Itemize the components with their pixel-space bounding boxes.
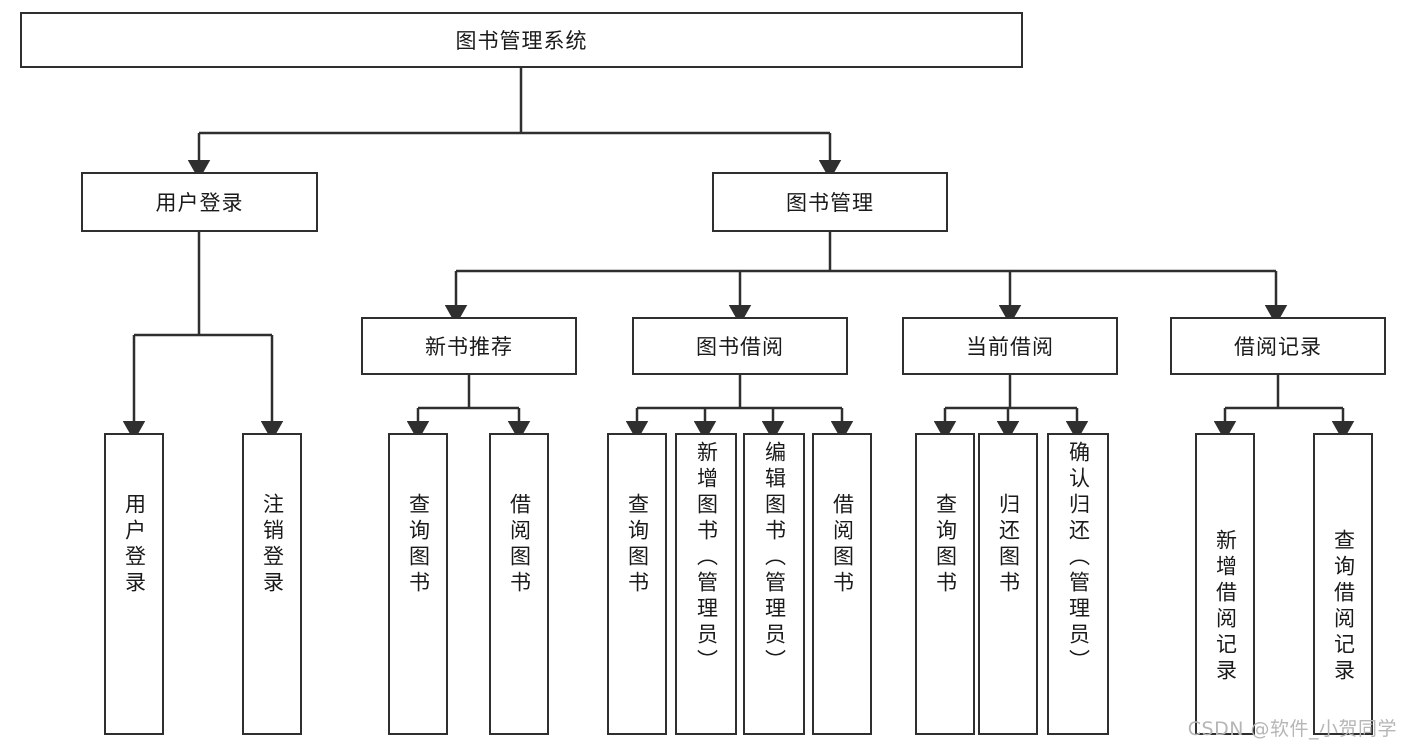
node-leaf-query-book-2[interactable]: 查询图书 [607, 433, 667, 735]
node-leaf-return-book-label: 归还图书 [996, 493, 1021, 597]
node-leaf-logout-login[interactable]: 注销登录 [242, 433, 302, 735]
node-leaf-confirm-return-label: 确认归还（管理员） [1066, 441, 1091, 675]
node-new-book-recommend[interactable]: 新书推荐 [361, 317, 577, 375]
node-leaf-query-book-1-label: 查询图书 [406, 493, 431, 597]
node-book-manage[interactable]: 图书管理 [712, 172, 948, 232]
node-leaf-borrow-book-1[interactable]: 借阅图书 [489, 433, 549, 735]
node-leaf-return-book[interactable]: 归还图书 [978, 433, 1038, 735]
node-book-borrow-label: 图书借阅 [696, 335, 784, 359]
node-leaf-borrow-book-2-label: 借阅图书 [830, 493, 855, 597]
node-user-login-label: 用户登录 [155, 191, 244, 215]
node-leaf-edit-book-admin[interactable]: 编辑图书（管理员） [743, 433, 805, 735]
node-book-borrow[interactable]: 图书借阅 [632, 317, 848, 375]
node-leaf-user-login-label: 用户登录 [122, 493, 147, 597]
node-leaf-add-book-admin-label: 新增图书（管理员） [694, 441, 719, 675]
node-leaf-query-book-3-label: 查询图书 [933, 493, 958, 597]
node-leaf-borrow-book-2[interactable]: 借阅图书 [812, 433, 872, 735]
node-root-label: 图书管理系统 [455, 29, 588, 53]
node-user-login[interactable]: 用户登录 [81, 172, 318, 232]
node-leaf-query-borrow-record-label: 查询借阅记录 [1331, 529, 1356, 685]
node-current-borrow[interactable]: 当前借阅 [902, 317, 1118, 375]
node-leaf-query-book-3[interactable]: 查询图书 [915, 433, 975, 735]
node-current-borrow-label: 当前借阅 [966, 335, 1054, 359]
node-borrow-record[interactable]: 借阅记录 [1170, 317, 1386, 375]
node-borrow-record-label: 借阅记录 [1234, 335, 1322, 359]
node-book-manage-label: 图书管理 [786, 191, 874, 215]
node-root[interactable]: 图书管理系统 [20, 12, 1023, 68]
watermark-text: CSDN @软件_小贺同学 [1187, 718, 1397, 740]
node-leaf-query-book-1[interactable]: 查询图书 [388, 433, 448, 735]
node-leaf-add-book-admin[interactable]: 新增图书（管理员） [675, 433, 737, 735]
node-leaf-confirm-return[interactable]: 确认归还（管理员） [1047, 433, 1109, 735]
node-leaf-logout-login-label: 注销登录 [260, 493, 285, 597]
node-leaf-add-borrow-record-label: 新增借阅记录 [1213, 529, 1238, 685]
node-new-book-recommend-label: 新书推荐 [425, 335, 513, 359]
node-leaf-borrow-book-1-label: 借阅图书 [507, 493, 532, 597]
node-leaf-query-book-2-label: 查询图书 [625, 493, 650, 597]
node-leaf-edit-book-admin-label: 编辑图书（管理员） [762, 441, 787, 675]
node-leaf-add-borrow-record[interactable]: 新增借阅记录 [1195, 433, 1255, 735]
node-leaf-user-login[interactable]: 用户登录 [104, 433, 164, 735]
node-leaf-query-borrow-record[interactable]: 查询借阅记录 [1313, 433, 1373, 735]
